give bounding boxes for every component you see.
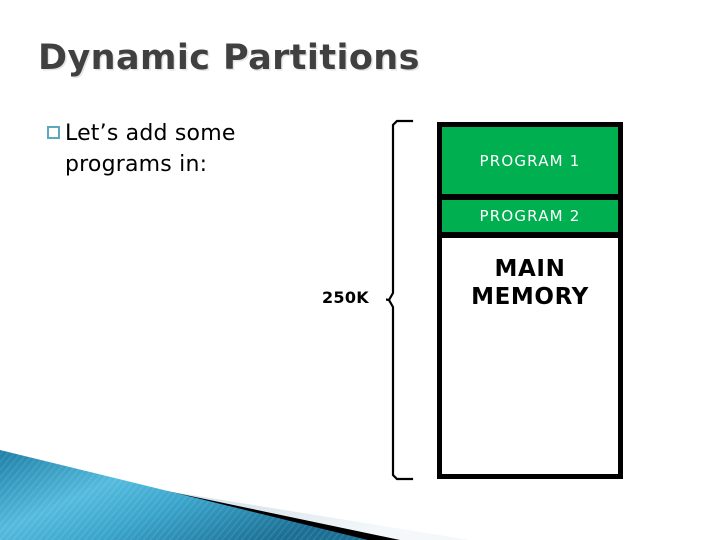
size-label: 250K — [322, 288, 369, 307]
body-text-block: Let’s add some programs in: — [47, 118, 357, 180]
main-memory-label-line-2: MEMORY — [471, 284, 589, 310]
main-memory-label: MAIN MEMORY — [471, 255, 589, 311]
list-item: Let’s add some — [47, 118, 357, 149]
bullet-line-2: programs in: — [65, 152, 208, 177]
ribbon-texture-overlay — [0, 450, 368, 540]
main-memory-label-line-1: MAIN — [494, 256, 566, 282]
main-memory-box: PROGRAM 1 PROGRAM 2 MAIN MEMORY — [437, 122, 623, 479]
memory-block-program-1: PROGRAM 1 — [442, 127, 618, 200]
page-title: Dynamic Partitions — [38, 38, 420, 78]
hollow-square-bullet-icon — [47, 126, 60, 139]
bullet-line-1: Let’s add some — [65, 121, 236, 146]
curly-brace-icon — [386, 118, 420, 486]
memory-free-space: MAIN MEMORY — [442, 238, 618, 468]
ribbon-teal-wedge — [0, 450, 368, 540]
ribbon-black-band — [0, 456, 400, 540]
memory-block-program-2: PROGRAM 2 — [442, 200, 618, 238]
